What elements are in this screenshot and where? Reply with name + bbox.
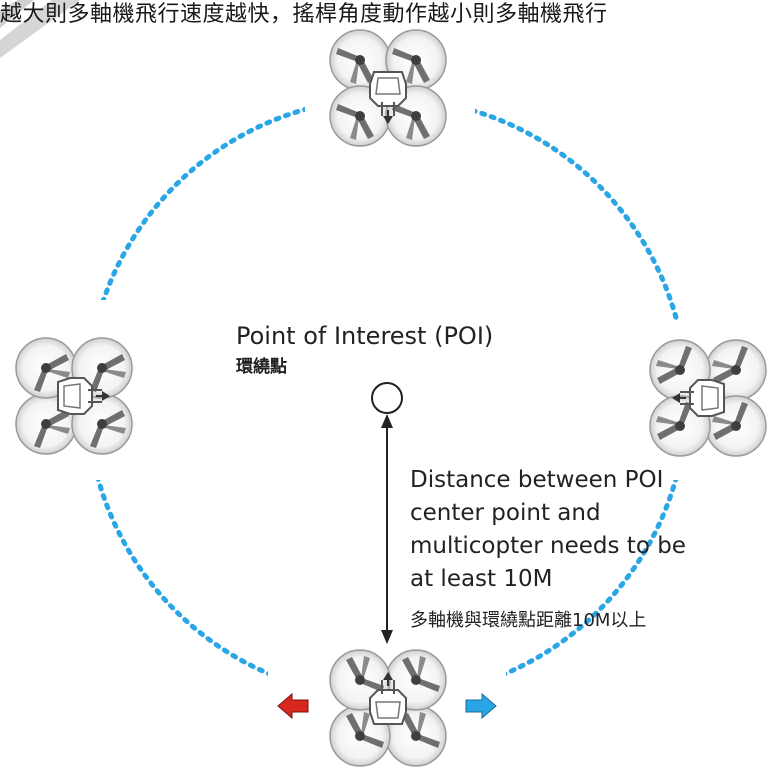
poi-title: Point of Interest (POI) [236,322,494,350]
arrow-left-red [277,692,309,720]
drone-right [650,340,766,456]
poi-marker [371,382,403,414]
distance-arrow [381,414,393,644]
corner-stripes [0,0,80,58]
distance-note: Distance between POI center point and mu… [410,464,686,596]
header-text: 越大則多軸機飛行速度越快，搖桿角度動作越小則多軸機飛行 [0,2,608,27]
distance-note-line: multicopter needs to be [410,533,686,559]
drone-bottom [330,650,446,766]
distance-note-line: Distance between POI [410,467,664,493]
drone-left [16,338,132,454]
distance-note-line: at least 10M [410,566,553,592]
drone-top [330,30,446,146]
poi-title-zh: 環繞點 [236,357,287,377]
distance-note-line: center point and [410,500,601,526]
distance-note-zh: 多軸機與環繞點距離10M以上 [410,610,647,631]
arrow-right-blue [465,692,497,720]
